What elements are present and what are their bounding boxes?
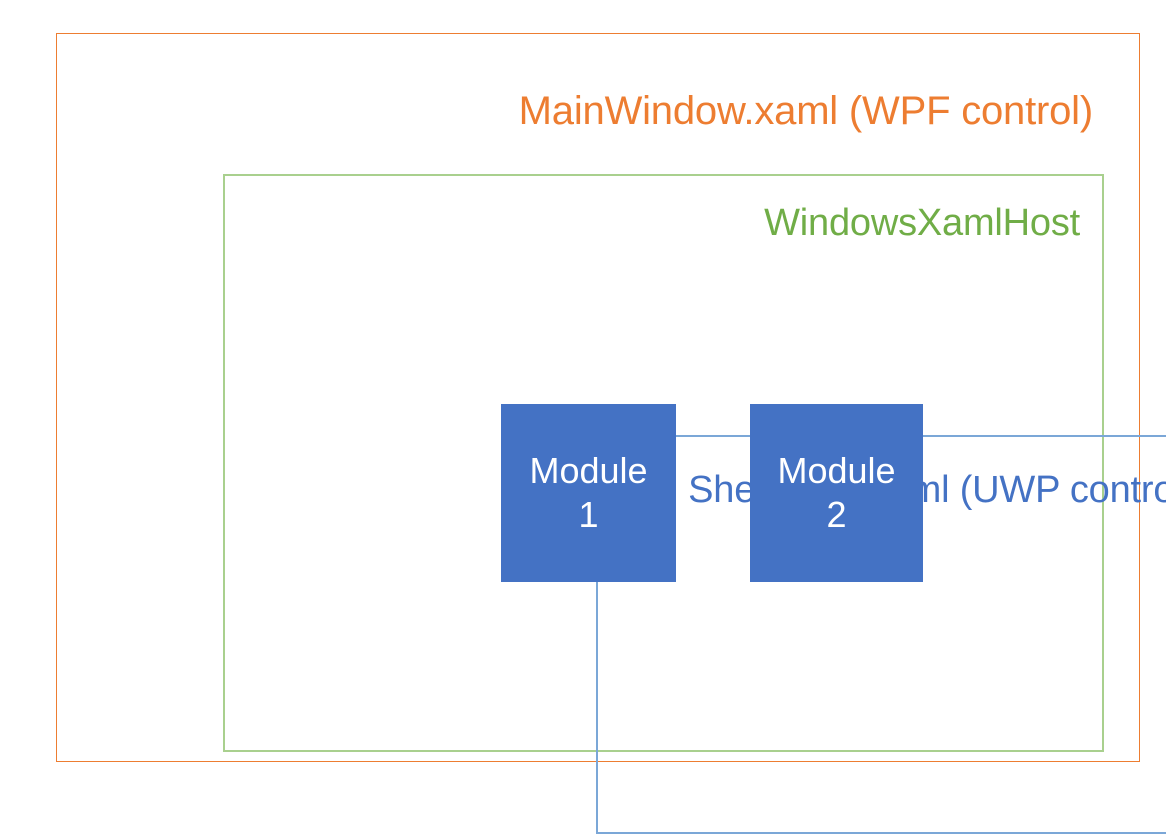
layer-mainwindow-label: MainWindow.xaml (WPF control) xyxy=(518,89,1094,133)
module-2-index: 2 xyxy=(826,494,847,535)
module-1-name: Module xyxy=(529,450,648,492)
module-2-name: Module xyxy=(777,450,896,492)
module-1-index: 1 xyxy=(578,494,599,535)
layer-windowsxamlhost-label: WindowsXamlHost xyxy=(764,202,1080,244)
diagram-canvas: MainWindow.xaml (WPF control) WindowsXam… xyxy=(56,33,1166,834)
module-block-1: Module 1 xyxy=(501,404,676,582)
module-block-2: Module 2 xyxy=(750,404,923,582)
layer-mainwindow-wpf: MainWindow.xaml (WPF control) WindowsXam… xyxy=(56,33,1166,834)
